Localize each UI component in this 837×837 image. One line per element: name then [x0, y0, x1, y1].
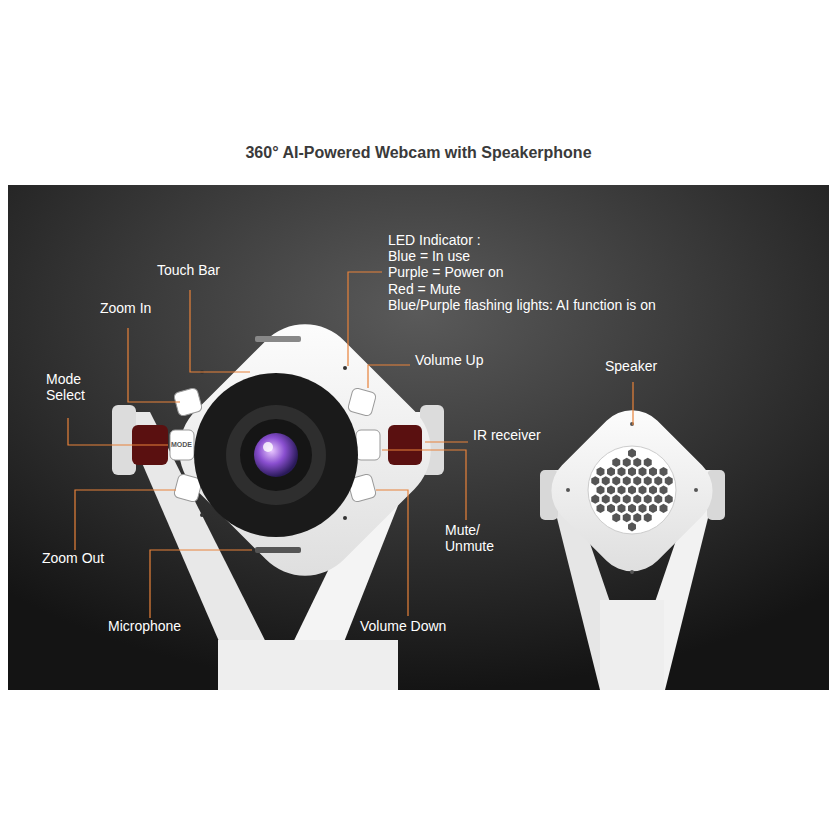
grill-hole [649, 467, 657, 476]
grill-hole [633, 513, 641, 522]
grill-hole [649, 504, 657, 513]
grill-hole [612, 495, 620, 504]
grill-hole [665, 495, 673, 504]
grill-hole [660, 467, 668, 476]
grill-hole [618, 485, 626, 494]
grill-hole [644, 495, 652, 504]
callout-label: Zoom Out [42, 550, 104, 566]
grill-hole [623, 476, 631, 485]
button-label: MODE [171, 441, 192, 449]
grill-hole [602, 495, 610, 504]
grill-hole [591, 476, 599, 485]
callout-label: Red = Mute [388, 281, 461, 297]
grill-hole [639, 485, 647, 494]
grill-hole [628, 449, 636, 458]
grill-hole [612, 476, 620, 485]
grill-hole [618, 504, 626, 513]
grill-hole [618, 467, 626, 476]
grill-hole [633, 458, 641, 467]
grill-hole [612, 513, 620, 522]
grill-hole [654, 476, 662, 485]
grill-hole [607, 485, 615, 494]
grill-hole [602, 476, 610, 485]
dark-panel [8, 185, 829, 690]
callout-label: IR receiver [473, 427, 541, 443]
grill-hole [633, 495, 641, 504]
grill-hole [607, 467, 615, 476]
grill-hole [628, 504, 636, 513]
callout-label: Zoom In [100, 300, 151, 316]
callout-label: Touch Bar [157, 262, 220, 278]
grill-hole [628, 485, 636, 494]
grill-hole [649, 485, 657, 494]
callout-label: Volume Up [415, 352, 483, 368]
grill-hole [597, 504, 605, 513]
callout-label: Speaker [605, 358, 657, 374]
callout-label: Blue/Purple flashing lights: AI function… [388, 297, 656, 313]
grill-hole [623, 513, 631, 522]
callout-label: Mute/ Unmute [445, 522, 515, 554]
grill-hole [639, 467, 647, 476]
callout-label: Mode Select [46, 371, 106, 403]
title: 360° AI-Powered Webcam with Speakerphone [0, 145, 837, 161]
callout-label: Microphone [108, 618, 181, 634]
grill-hole [654, 495, 662, 504]
grill-hole [597, 485, 605, 494]
webcam-back [537, 395, 728, 690]
grill-hole [633, 476, 641, 485]
grill-hole [628, 467, 636, 476]
grill-hole [644, 513, 652, 522]
grill-hole [607, 504, 615, 513]
grill-hole [628, 522, 636, 531]
grill-hole [612, 458, 620, 467]
grill-hole [660, 485, 668, 494]
grill-hole [591, 495, 599, 504]
callout-label: Volume Down [360, 618, 446, 634]
grill-hole [644, 458, 652, 467]
callout-label: Purple = Power on [388, 264, 504, 280]
callout-label: Blue = In use [388, 248, 470, 264]
grill-hole [639, 504, 647, 513]
leader-lines [68, 272, 633, 618]
grill-hole [644, 476, 652, 485]
grill-hole [623, 458, 631, 467]
grill-hole [623, 495, 631, 504]
grill-hole [665, 476, 673, 485]
grill-hole [597, 467, 605, 476]
callout-label: LED Indicator : [388, 232, 481, 248]
grill-hole [660, 504, 668, 513]
left-stand [112, 405, 444, 690]
